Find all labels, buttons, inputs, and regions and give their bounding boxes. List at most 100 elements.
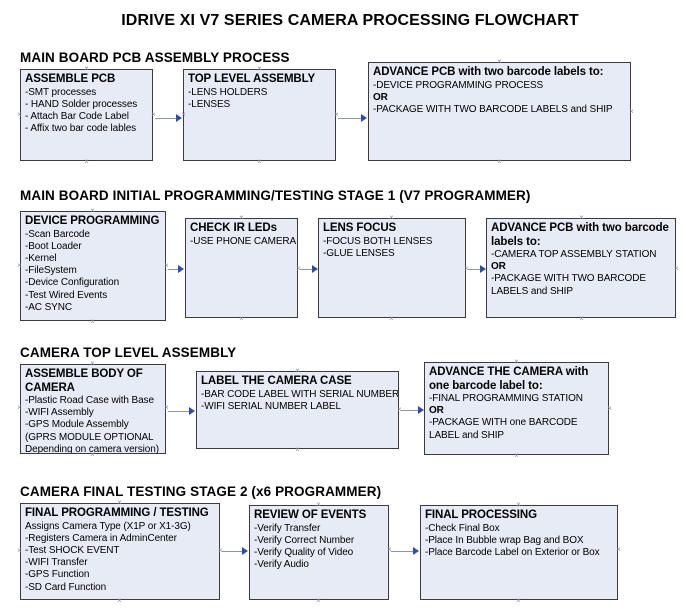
box-final-programming-testing[interactable]: FINAL PROGRAMMING / TESTING Assigns Came…: [20, 503, 220, 600]
box-line: -GLUE LENSES: [323, 247, 395, 259]
box-device-programming[interactable]: DEVICE PROGRAMMING -Scan Barcode -Boot L…: [20, 211, 166, 321]
box-lens-focus[interactable]: LENS FOCUS -FOCUS BOTH LENSES -GLUE LENS…: [318, 218, 466, 318]
connector-arrow-icon: [312, 265, 318, 273]
connection-handle-right[interactable]: [628, 108, 635, 115]
box-heading: TOP LEVEL ASSEMBLY: [188, 73, 316, 85]
connection-handle-left[interactable]: [16, 111, 23, 118]
connection-handle-top[interactable]: [83, 65, 90, 72]
connection-handle-top[interactable]: [513, 358, 520, 365]
connector-arrow-icon: [176, 114, 182, 122]
box-line: -PACKAGE WITH TWO BARCODE LABELS and SHI…: [373, 103, 613, 115]
connection-handle-left[interactable]: [16, 547, 23, 554]
connection-handle-bottom[interactable]: [515, 597, 522, 604]
box-line: -Registers Camera in AdminCenter: [25, 532, 177, 544]
box-advance-pcb-to-camera-top-assembly[interactable]: ADVANCE PCB with two barcode labels to: …: [486, 218, 676, 318]
box-check-ir-leds[interactable]: CHECK IR LEDs -USE PHONE CAMERA: [185, 218, 298, 318]
connection-handle-bottom[interactable]: [578, 315, 585, 322]
connection-handle-top[interactable]: [496, 58, 503, 65]
box-final-processing[interactable]: FINAL PROCESSING -Check Final Box -Place…: [420, 505, 618, 600]
connection-handle-bottom[interactable]: [496, 158, 503, 165]
connection-handle-top[interactable]: [256, 65, 263, 72]
connection-handle-bottom[interactable]: [89, 318, 96, 325]
connection-handle-top[interactable]: [89, 207, 96, 214]
connection-handle-bottom[interactable]: [83, 158, 90, 165]
connection-handle-top[interactable]: [89, 360, 96, 367]
connection-handle-top[interactable]: [515, 501, 522, 508]
box-heading: CHECK IR LEDs: [190, 222, 277, 234]
connector-line: [391, 551, 416, 552]
connection-handle-bottom[interactable]: [294, 446, 301, 453]
box-line: -PACKAGE WITH TWO BARCODE LABELS and SHI…: [491, 273, 646, 297]
connection-handle-right[interactable]: [333, 111, 340, 118]
box-line: -Test SHOCK EVENT: [25, 544, 120, 556]
box-assemble-pcb[interactable]: ASSEMBLE PCB -SMT processes - HAND Solde…: [20, 69, 153, 161]
box-line: -GPS Function: [25, 569, 90, 581]
connector-line: [338, 118, 364, 119]
connection-handle-bottom[interactable]: [116, 597, 123, 604]
connection-handle-left[interactable]: [180, 111, 187, 118]
connection-handle-bottom[interactable]: [238, 315, 245, 322]
connection-handle-top[interactable]: [578, 214, 585, 221]
box-line: -Place Barcode Label on Exterior or Box: [425, 546, 600, 558]
box-line: -SMT processes: [25, 86, 97, 98]
box-line: -Scan Barcode: [25, 228, 90, 240]
box-line: -WIFI SERIAL NUMBER LABEL: [201, 400, 341, 412]
box-advance-the-camera-one-barcode-label[interactable]: ADVANCE THE CAMERA with one barcode labe…: [424, 362, 609, 455]
box-line: -Plastic Road Case with Base: [25, 395, 154, 406]
page-title: IDRIVE XI V7 SERIES CAMERA PROCESSING FL…: [121, 12, 579, 29]
connection-handle-right[interactable]: [615, 546, 622, 553]
connection-handle-bottom[interactable]: [388, 315, 395, 322]
connection-handle-right[interactable]: [163, 262, 170, 269]
box-line: -WIFI Transfer: [25, 557, 88, 569]
box-line: -GPS Module Assembly: [25, 419, 129, 431]
connection-handle-bottom[interactable]: [513, 452, 520, 459]
box-top-level-assembly[interactable]: TOP LEVEL ASSEMBLY -LENS HOLDERS -LENSES: [183, 69, 336, 161]
connector-line: [300, 269, 315, 270]
connection-handle-left[interactable]: [16, 404, 23, 411]
box-line: - HAND Solder processes: [25, 98, 138, 110]
connection-handle-top[interactable]: [315, 501, 322, 508]
box-heading: ADVANCE PCB with two barcode labels to:: [373, 66, 604, 78]
connector-arrow-icon: [242, 547, 248, 555]
box-assemble-body-of-camera[interactable]: ASSEMBLE BODY OF CAMERA -Plastic Road Ca…: [20, 364, 166, 454]
section-header-camera-top-level-assembly: CAMERA TOP LEVEL ASSEMBLY: [20, 345, 237, 360]
connector-line: [468, 269, 483, 270]
connection-handle-left[interactable]: [16, 262, 23, 269]
connector-line: [168, 269, 181, 270]
box-line: -AC SYNC: [25, 301, 72, 313]
box-line: (GPRS MODULE OPTIONAL: [25, 431, 154, 443]
box-line: -USE PHONE CAMERA: [190, 235, 297, 247]
connection-handle-right[interactable]: [163, 404, 170, 411]
connector-line: [401, 410, 421, 411]
box-line: Assigns Camera Type (X1P or X1-3G): [25, 520, 191, 532]
box-line: -Kernel: [25, 252, 57, 264]
connection-handle-right[interactable]: [150, 111, 157, 118]
connection-handle-top[interactable]: [294, 367, 301, 374]
connection-handle-bottom[interactable]: [315, 597, 322, 604]
connection-handle-right[interactable]: [673, 265, 680, 272]
box-heading: ADVANCE THE CAMERA with one barcode labe…: [429, 366, 589, 392]
box-line: -Boot Loader: [25, 240, 82, 252]
box-label-the-camera-case[interactable]: LABEL THE CAMERA CASE -BAR CODE LABEL WI…: [196, 371, 399, 449]
box-review-of-events[interactable]: REVIEW OF EVENTS -Verify Transfer -Verif…: [249, 505, 389, 600]
box-line: -WIFI Assembly: [25, 407, 94, 419]
box-line: -FileSystem: [25, 265, 77, 277]
connection-handle-top[interactable]: [388, 214, 395, 221]
box-line: -DEVICE PROGRAMMING PROCESS: [373, 79, 544, 91]
box-line: Depending on camera version): [25, 443, 159, 454]
box-line: -Check Final Box: [425, 522, 500, 534]
connection-handle-right[interactable]: [606, 405, 613, 412]
connection-handle-bottom[interactable]: [89, 451, 96, 458]
box-line: -BAR CODE LABEL WITH SERIAL NUMBER: [201, 388, 399, 400]
box-line: -PACKAGE WITH one BARCODE LABEL and SHIP: [429, 417, 578, 441]
box-heading: REVIEW OF EVENTS: [254, 509, 367, 521]
box-line: -LENSES: [188, 98, 231, 110]
box-line: -FOCUS BOTH LENSES: [323, 235, 433, 247]
box-advance-pcb-two-barcode-labels[interactable]: ADVANCE PCB with two barcode labels to: …: [368, 62, 631, 161]
connector-arrow-icon: [189, 407, 195, 415]
connection-handle-top[interactable]: [238, 214, 245, 221]
box-heading: ADVANCE PCB with two barcode labels to:: [491, 222, 669, 248]
connector-arrow-icon: [413, 547, 419, 555]
connection-handle-bottom[interactable]: [256, 158, 263, 165]
connection-handle-top[interactable]: [116, 499, 123, 506]
